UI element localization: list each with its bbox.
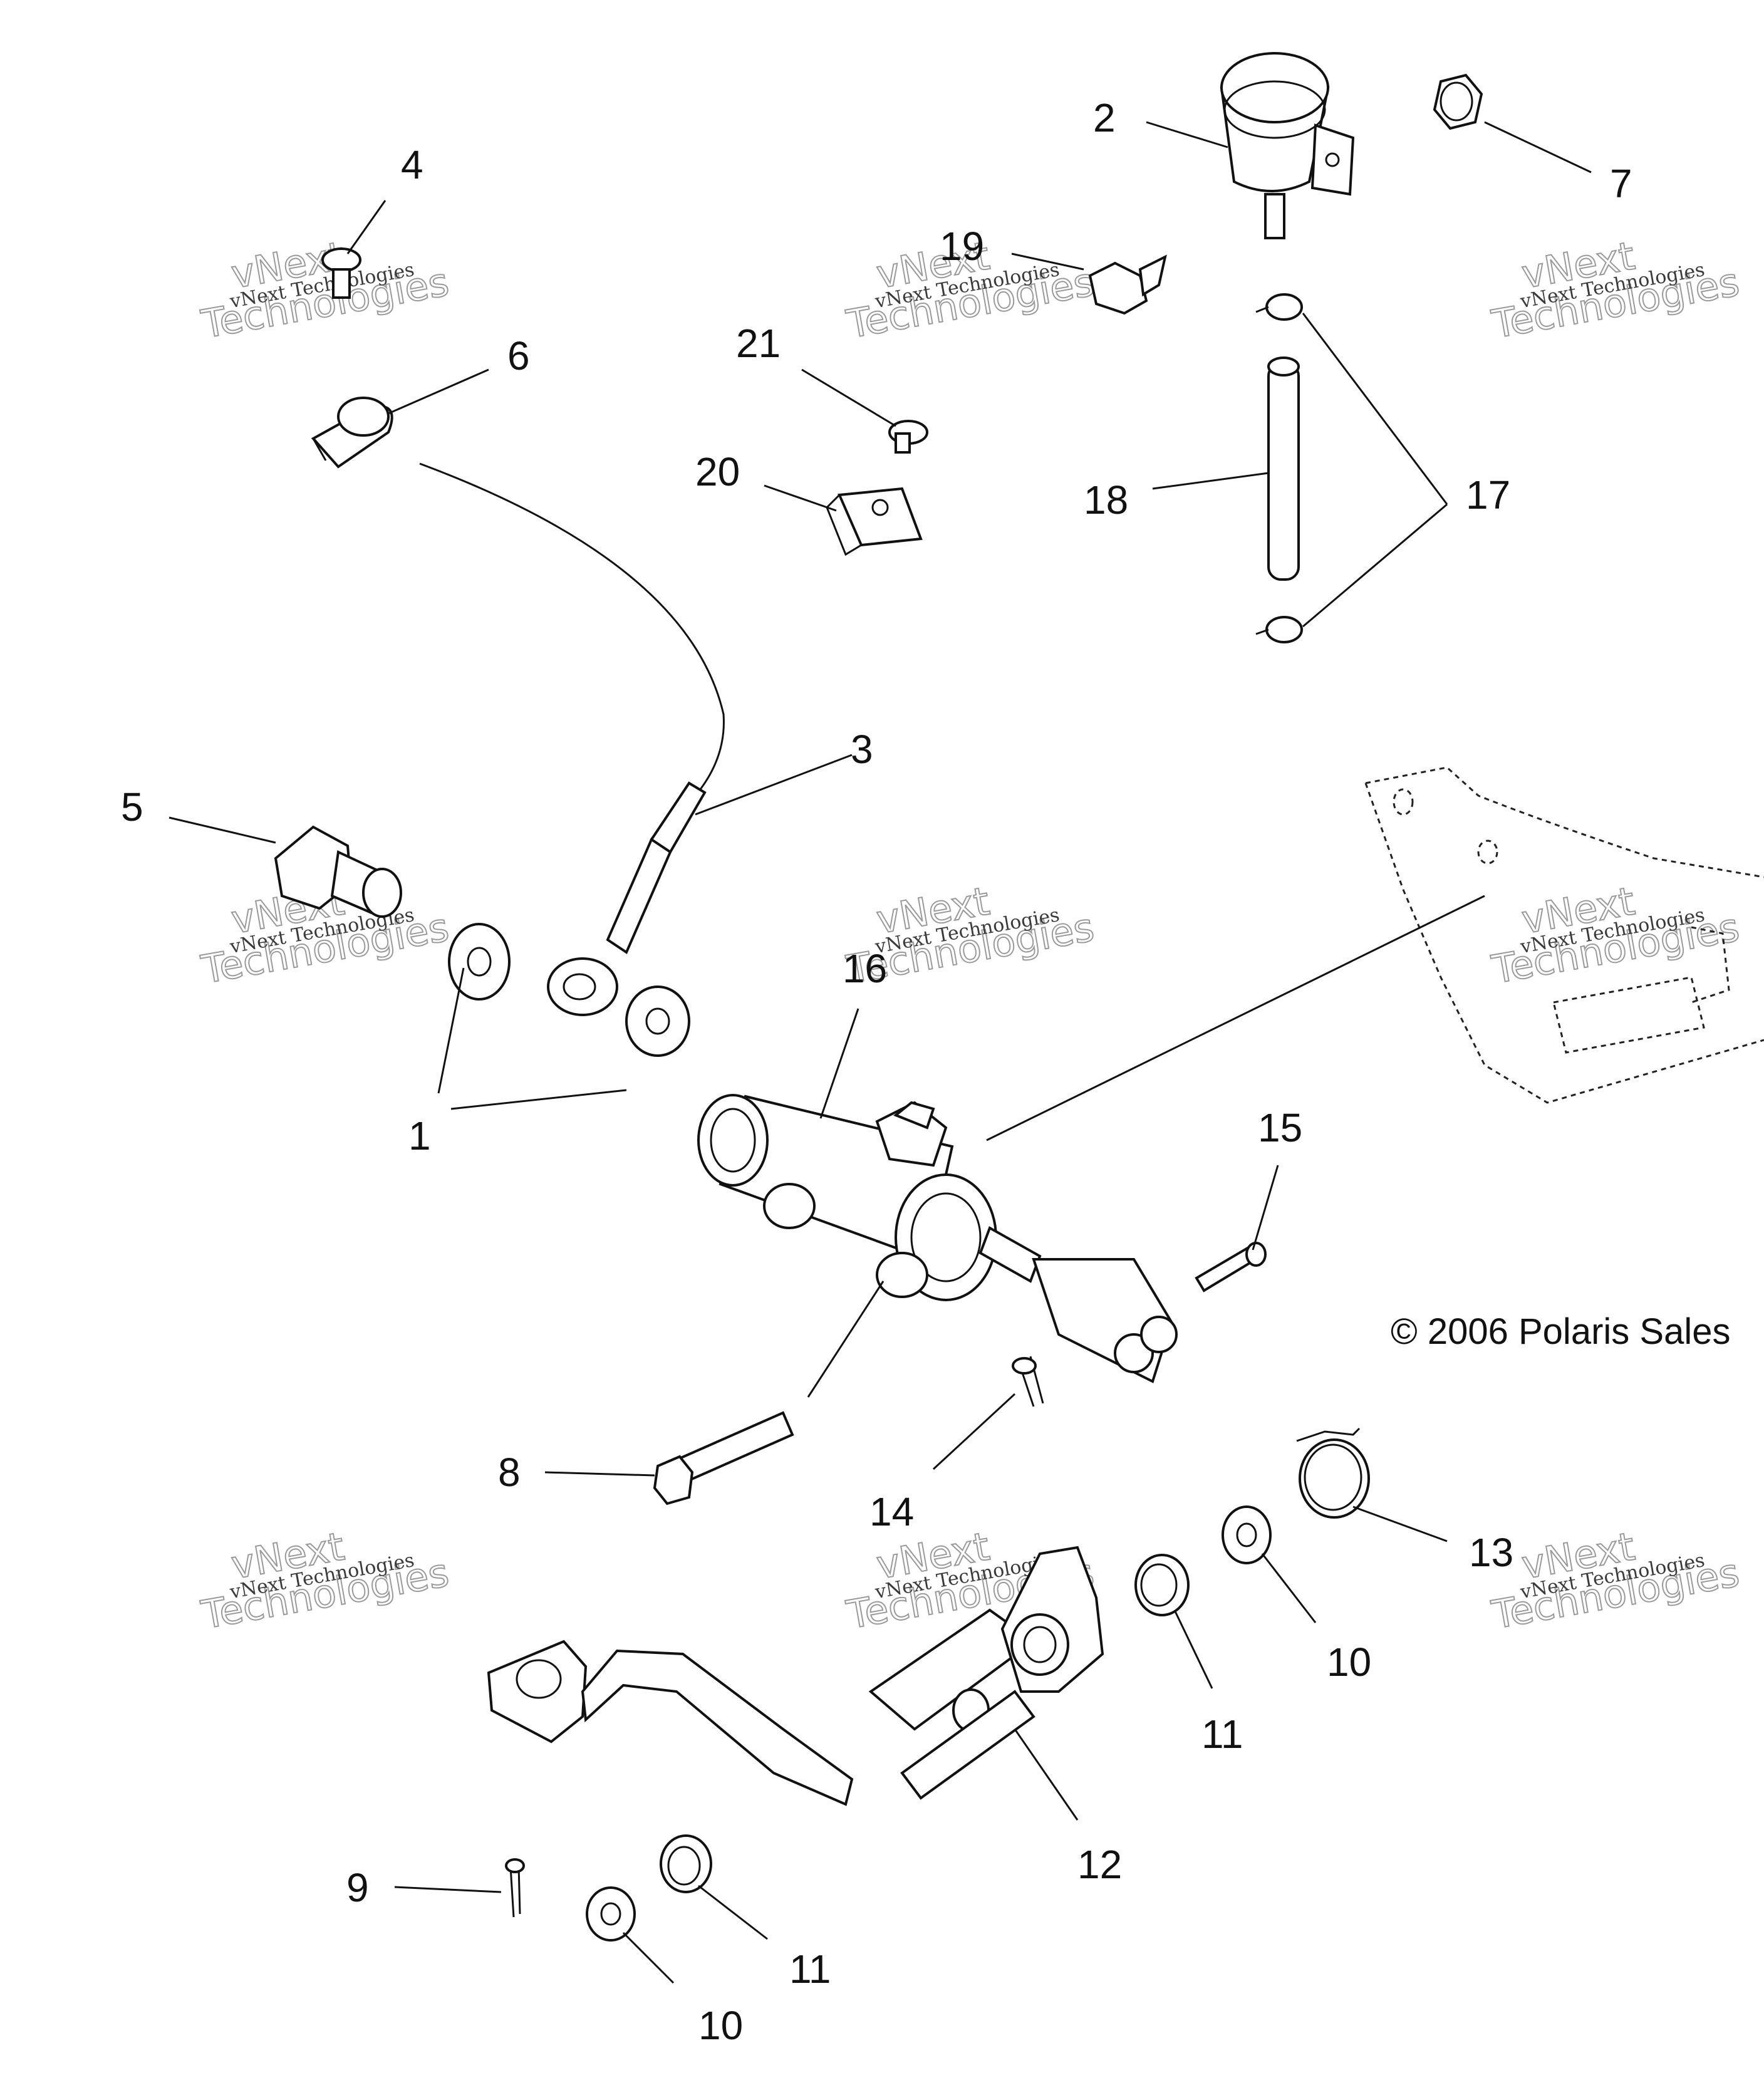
callout-19: 19: [940, 224, 984, 269]
watermark: vNext Technologies vNext Technologies: [1488, 1522, 1743, 1638]
leader-line: [1014, 1729, 1079, 1821]
small-bolt-part: [321, 247, 361, 299]
leader-line: [801, 368, 896, 427]
leader-line: [622, 1932, 675, 1984]
callout-8: 8: [498, 1450, 521, 1495]
callout-6: 6: [507, 333, 530, 378]
leader-line: [1302, 503, 1448, 628]
callout-16: 16: [843, 946, 887, 991]
callout-14: 14: [869, 1489, 914, 1534]
mounting-bracket-reference: [1364, 766, 1764, 1104]
watermark: vNext Technologies vNext Technologies: [197, 232, 453, 348]
leader-line: [450, 1089, 627, 1110]
watermarks: vNext Technologies vNext Technologies vN…: [197, 232, 1743, 1638]
leader-line: [819, 1008, 859, 1119]
copyright-text: © 2006 Polaris Sales: [1391, 1311, 1730, 1352]
callout-21: 21: [736, 321, 781, 366]
callout-17: 17: [1466, 472, 1510, 517]
leader-line: [807, 1281, 885, 1398]
callout-7: 7: [1610, 161, 1632, 206]
leader-line: [1152, 472, 1269, 490]
leader-line: [986, 895, 1485, 1141]
brake-line-part: [419, 462, 725, 1016]
bushing-part: [1134, 1554, 1190, 1616]
long-bolt-part: [653, 1411, 794, 1505]
master-cylinder-part: [697, 1094, 1178, 1383]
nut-part: [1433, 73, 1483, 130]
callout-20: 20: [695, 449, 740, 494]
pin-part: [1195, 1242, 1267, 1292]
watermark: vNext Technologies vNext Technologies: [1488, 232, 1743, 348]
leader-line: [394, 1886, 502, 1893]
leader-line: [1011, 252, 1084, 271]
leader-line: [169, 816, 276, 844]
washer-part: [586, 1886, 636, 1942]
brake-pedal-part: [487, 1546, 1104, 1806]
callout-13: 13: [1469, 1530, 1513, 1575]
leader-lines: [169, 121, 1592, 1984]
callout-15: 15: [1258, 1105, 1302, 1150]
callout-1: 1: [408, 1113, 431, 1158]
leader-line: [1252, 1165, 1279, 1250]
leader-line: [1261, 1553, 1317, 1623]
leader-line: [346, 200, 387, 254]
leader-line: [1352, 1505, 1448, 1542]
hose-clamp-part: [1255, 293, 1303, 643]
washer-part: [1222, 1505, 1272, 1564]
callout-11: 11: [789, 1947, 831, 1992]
reservoir-part: [1220, 52, 1355, 239]
leader-line: [1173, 1609, 1213, 1689]
leader-line: [388, 368, 489, 415]
bolt-part: [1088, 254, 1167, 315]
spring-part: [1296, 1427, 1370, 1519]
leader-line: [1302, 313, 1448, 505]
hose-part: [1267, 356, 1300, 581]
callout-10: 10: [698, 2003, 743, 2048]
washer-part: [448, 923, 690, 1057]
clip-part: [311, 397, 393, 469]
cotter-pin-part: [1012, 1356, 1044, 1407]
callout-11: 11: [1201, 1712, 1243, 1757]
callout-9: 9: [346, 1865, 369, 1910]
watermark: vNext Technologies vNext Technologies: [1488, 877, 1743, 993]
leader-line: [1146, 121, 1228, 148]
leader-line: [764, 484, 837, 512]
callout-2: 2: [1093, 95, 1116, 140]
callout-12: 12: [1077, 1842, 1122, 1887]
leader-line: [698, 1885, 768, 1940]
callouts: 2 7 4 19 21 6 20 18 17 3 5 16 1 15 © 200…: [121, 95, 1730, 2048]
leader-line: [695, 754, 853, 816]
bushing-part: [660, 1834, 712, 1893]
banjo-bolt-part: [274, 825, 402, 918]
cotter-pin-part: [505, 1858, 525, 1918]
callout-3: 3: [851, 727, 873, 772]
leader-line: [1484, 121, 1592, 174]
leader-line: [544, 1471, 655, 1477]
leader-line: [437, 967, 465, 1094]
screw-part: [888, 420, 928, 454]
watermark: vNext Technologies vNext Technologies: [197, 1522, 453, 1638]
callout-5: 5: [121, 784, 143, 829]
callout-18: 18: [1084, 477, 1128, 523]
callout-4: 4: [401, 142, 423, 187]
callout-10: 10: [1327, 1640, 1371, 1685]
leader-line: [932, 1393, 1016, 1470]
bracket-part: [826, 487, 923, 556]
